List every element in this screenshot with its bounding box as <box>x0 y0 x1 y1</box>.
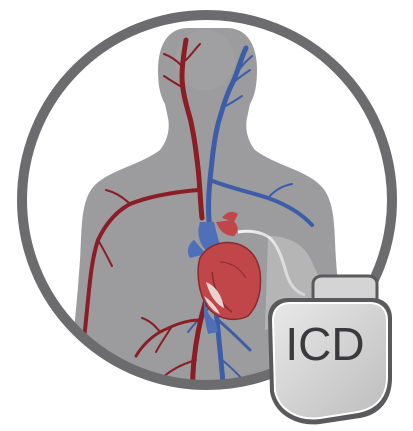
defibrillator-device-icon: ICD <box>268 276 392 424</box>
device-label: ICD <box>285 318 364 370</box>
